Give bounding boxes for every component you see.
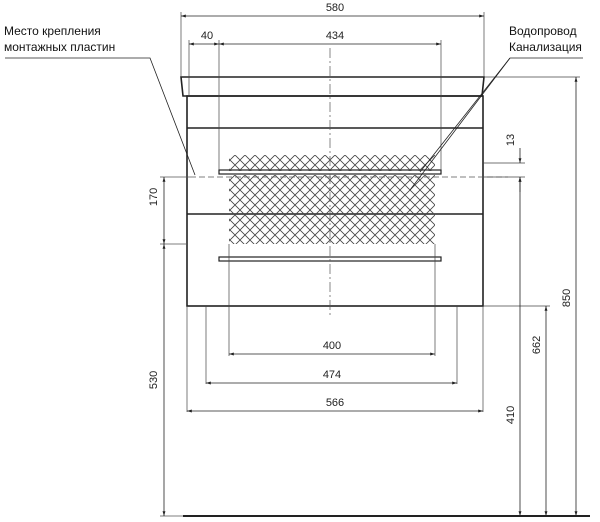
- dim-580: 580: [326, 2, 344, 14]
- dim-400: 400: [323, 340, 341, 352]
- leader-lines: [5, 57, 583, 191]
- dim-530: 530: [148, 371, 160, 389]
- cabinet-body: [186, 95, 484, 307]
- label-mount-line2: монтажных пластин: [4, 40, 115, 54]
- dimension-lines: [162, 14, 578, 516]
- dim-410: 410: [505, 406, 517, 424]
- dim-662: 662: [531, 336, 543, 354]
- extension-lines: [180, 12, 580, 412]
- mounting-plate-hatch-lower: [229, 175, 435, 244]
- mount-leader: [5, 57, 196, 176]
- dim-170: 170: [148, 188, 160, 206]
- label-water-line1: Водопровод: [509, 24, 577, 38]
- label-water-line2: Канализация: [509, 40, 582, 54]
- dim-566: 566: [326, 397, 344, 409]
- dim-850: 850: [561, 289, 573, 307]
- countertop: [180, 76, 485, 97]
- cabinet: [180, 76, 485, 307]
- reference-lines: [160, 48, 508, 517]
- label-mount-line1: Место крепления: [4, 24, 101, 38]
- dim-13: 13: [505, 134, 517, 146]
- dim-40: 40: [201, 30, 213, 42]
- dim-474: 474: [323, 369, 341, 381]
- dim-434: 434: [326, 30, 344, 42]
- mounting-plate-hatch-upper: [229, 155, 435, 171]
